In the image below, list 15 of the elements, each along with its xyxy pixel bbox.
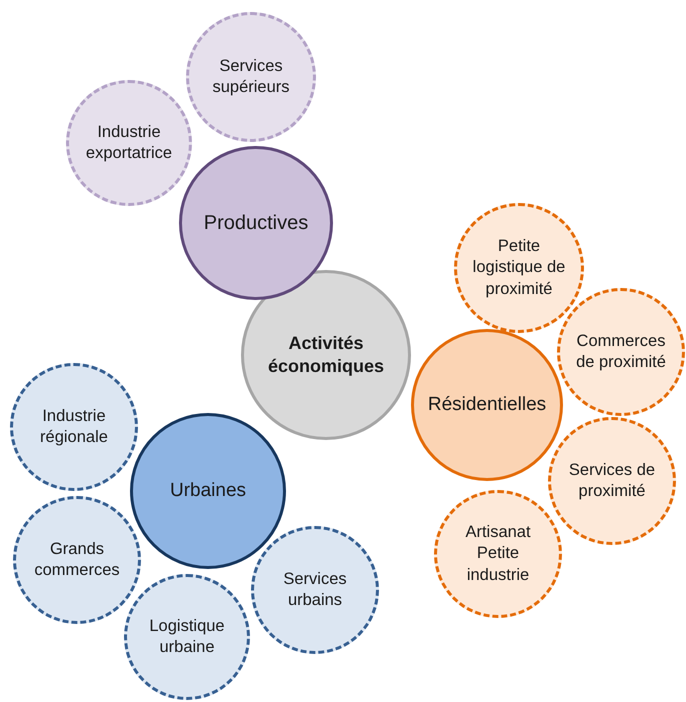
node-label: Industrie régionale [39, 406, 109, 448]
node-label: Industrie exportatrice [84, 122, 174, 164]
node-label: Commerces de proximité [575, 330, 667, 373]
node-label: Résidentielles [428, 392, 546, 417]
node-label: Services supérieurs [211, 56, 291, 98]
node-label: Logistique urbaine [148, 616, 226, 658]
node-label: Petite logistique de proximité [472, 236, 566, 300]
circle-node [411, 329, 563, 481]
node-label: Activités économiques [266, 332, 386, 378]
node-label: Urbaines [170, 478, 246, 503]
node-label: Services urbains [282, 568, 348, 611]
node-label: Productives [204, 211, 308, 236]
node-label: Grands commerces [33, 538, 121, 581]
node-label: Services de proximité [568, 460, 656, 502]
node-label: Artisanat Petite industrie [464, 522, 532, 586]
